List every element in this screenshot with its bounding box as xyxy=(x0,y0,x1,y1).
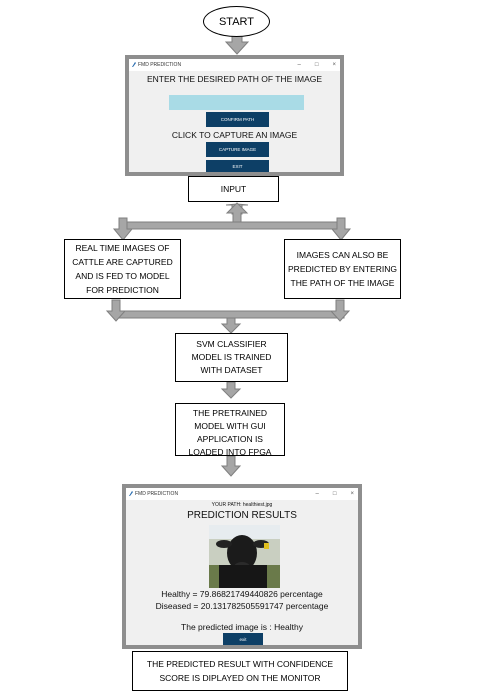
pretrained-model-step: THE PRETRAINED MODEL WITH GUI APPLICATIO… xyxy=(175,403,285,456)
start-node: START xyxy=(203,6,270,37)
path-heading: ENTER THE DESIRED PATH OF THE IMAGE xyxy=(146,74,323,84)
start-label: START xyxy=(218,15,255,28)
your-path-text: YOUR PATH: healthiest.jpg xyxy=(211,502,273,508)
feather-icon xyxy=(129,491,133,496)
arrow-svm-to-pretrained xyxy=(220,381,242,399)
path-entry-line: IMAGES CAN ALSO BE xyxy=(296,250,389,260)
realtime-line: AND IS FED TO MODEL xyxy=(75,271,170,281)
healthy-score: Healthy = 79.86821749440826 percentage xyxy=(161,589,323,599)
minimize-icon[interactable]: – xyxy=(297,62,301,68)
realtime-line: CATTLE ARE CAPTURED xyxy=(72,257,173,267)
cow-image xyxy=(209,525,280,588)
capture-image-button[interactable]: CAPTURE IMAGE xyxy=(206,142,269,157)
close-icon[interactable]: × xyxy=(350,491,354,497)
arrow-merge-left xyxy=(105,299,127,322)
diseased-score: Diseased = 20.131782505591747 percentage xyxy=(155,601,329,611)
input-step-label: INPUT xyxy=(220,184,247,194)
result-line: THE PREDICTED RESULT WITH CONFIDENCE xyxy=(146,659,334,669)
arrow-to-svm xyxy=(220,317,242,334)
results-window-screenshot: FMD PREDICTION – □ × YOUR PATH: healthie… xyxy=(122,484,362,649)
svm-training-step: SVM CLASSIFIER MODEL IS TRAINED WITH DAT… xyxy=(175,333,288,382)
input-window-body: FMD PREDICTION – □ × ENTER THE DESIRED P… xyxy=(129,59,340,172)
window-controls: – □ × xyxy=(298,59,336,71)
input-step: INPUT xyxy=(188,176,279,202)
result-display-step: THE PREDICTED RESULT WITH CONFIDENCE SCO… xyxy=(132,651,348,691)
path-entry-line: PREDICTED BY ENTERING xyxy=(288,264,397,274)
pretrained-line: LOADED INTO FPGA xyxy=(188,447,272,456)
svm-line: WITH DATASET xyxy=(200,365,263,375)
arrow-right-down xyxy=(330,217,352,241)
results-window-body: FMD PREDICTION – □ × YOUR PATH: healthie… xyxy=(126,488,358,645)
input-window-titlebar: FMD PREDICTION – □ × xyxy=(129,59,340,71)
minimize-icon[interactable]: – xyxy=(315,491,319,497)
results-window-title: FMD PREDICTION xyxy=(135,491,179,497)
pretrained-line: MODEL WITH GUI xyxy=(194,421,266,431)
arrow-junction-up xyxy=(225,202,249,223)
merge-bar xyxy=(115,310,345,319)
maximize-icon[interactable]: □ xyxy=(332,491,337,497)
close-icon[interactable]: × xyxy=(332,62,336,68)
arrow-merge-right xyxy=(329,299,351,322)
input-window-title: FMD PREDICTION xyxy=(138,62,182,68)
arrow-pretrained-to-window xyxy=(220,455,242,477)
realtime-line: FOR PREDICTION xyxy=(86,285,159,295)
results-window-titlebar: FMD PREDICTION – □ × xyxy=(126,488,358,500)
split-bar xyxy=(118,221,344,230)
pretrained-line: THE PRETRAINED xyxy=(192,408,268,418)
input-window-screenshot: FMD PREDICTION – □ × ENTER THE DESIRED P… xyxy=(125,55,344,176)
path-input[interactable] xyxy=(169,95,304,110)
capture-prompt: CLICK TO CAPTURE AN IMAGE xyxy=(171,130,298,140)
realtime-capture-step: REAL TIME IMAGES OF CATTLE ARE CAPTURED … xyxy=(64,239,181,299)
window-controls: – □ × xyxy=(316,488,354,500)
maximize-icon[interactable]: □ xyxy=(314,62,319,68)
svm-line: SVM CLASSIFIER xyxy=(196,339,267,349)
arrow-start-down xyxy=(224,33,250,55)
exit-button[interactable]: exit xyxy=(223,633,263,645)
result-line: SCORE IS DIPLAYED ON THE MONITOR xyxy=(159,673,321,683)
path-entry-step: IMAGES CAN ALSO BE PREDICTED BY ENTERING… xyxy=(284,239,401,299)
results-heading: PREDICTION RESULTS xyxy=(187,510,297,521)
arrow-left-down xyxy=(112,217,134,241)
svm-line: MODEL IS TRAINED xyxy=(191,352,272,362)
pretrained-line: APPLICATION IS xyxy=(197,434,263,444)
path-entry-line: THE PATH OF THE IMAGE xyxy=(290,278,395,288)
confirm-path-button[interactable]: CONFIRM PATH xyxy=(206,112,269,127)
realtime-line: REAL TIME IMAGES OF xyxy=(75,243,170,253)
feather-icon xyxy=(132,62,136,67)
predicted-result: The predicted image is : Healthy xyxy=(181,622,303,632)
exit-button[interactable]: EXIT xyxy=(206,160,269,172)
